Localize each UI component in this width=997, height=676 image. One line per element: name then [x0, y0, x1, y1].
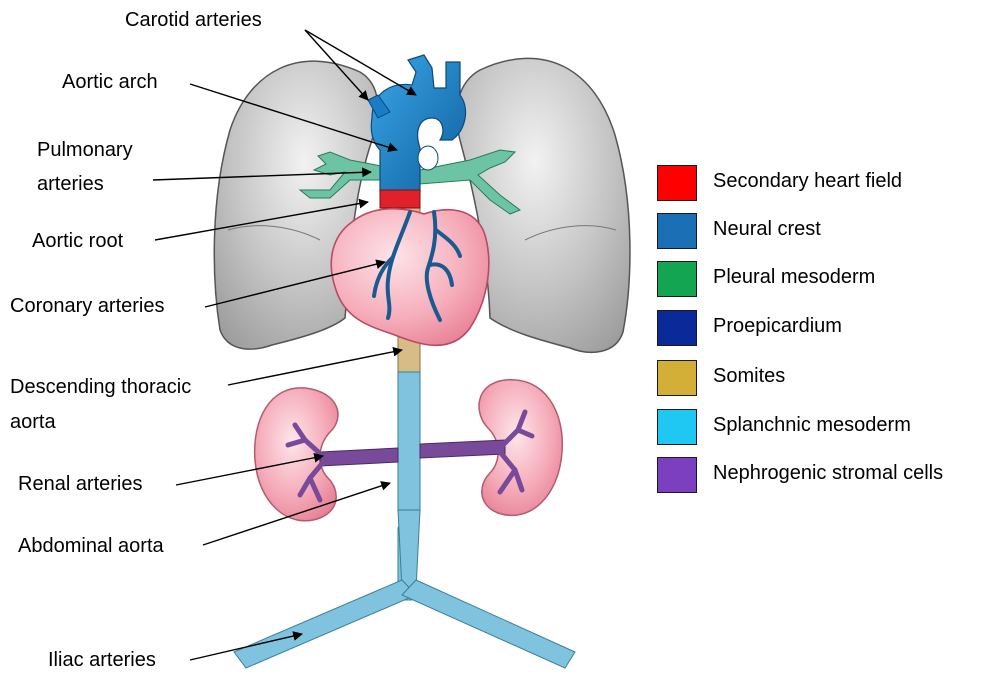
left-iliac-artery — [234, 580, 416, 668]
legend-label: Nephrogenic stromal cells — [713, 462, 943, 485]
heart — [331, 209, 489, 346]
label-carotid-arteries: Carotid arteries — [125, 8, 262, 32]
label-abdominal-aorta: Abdominal aorta — [18, 534, 164, 558]
right-lung — [457, 58, 630, 352]
legend-label: Neural crest — [713, 218, 821, 241]
legend-swatch — [657, 261, 697, 297]
label-renal-arteries: Renal arteries — [18, 472, 143, 496]
legend-swatch — [657, 457, 697, 493]
legend-label: Pleural mesoderm — [713, 266, 875, 289]
label-pulmonary-arteries-line1: Pulmonary — [37, 138, 133, 162]
legend-swatch — [657, 409, 697, 445]
label-coronary-arteries: Coronary arteries — [10, 294, 165, 318]
legend-swatch — [657, 213, 697, 249]
label-aortic-arch: Aortic arch — [62, 70, 158, 94]
label-descending-thoracic-line2: aorta — [10, 410, 56, 434]
legend-swatch — [657, 360, 697, 396]
legend-label: Splanchnic mesoderm — [713, 414, 911, 437]
label-aortic-root: Aortic root — [32, 229, 123, 253]
legend-label: Secondary heart field — [713, 170, 902, 193]
legend-label: Somites — [713, 365, 785, 388]
legend-label: Proepicardium — [713, 315, 842, 338]
label-descending-thoracic-line1: Descending thoracic — [10, 375, 191, 399]
right-iliac-artery — [402, 580, 575, 668]
legend-swatch — [657, 310, 697, 346]
legend-swatch — [657, 165, 697, 201]
aortic-root — [380, 190, 420, 208]
label-iliac-arteries: Iliac arteries — [48, 648, 156, 672]
label-pulmonary-arteries-line2: arteries — [37, 172, 104, 196]
